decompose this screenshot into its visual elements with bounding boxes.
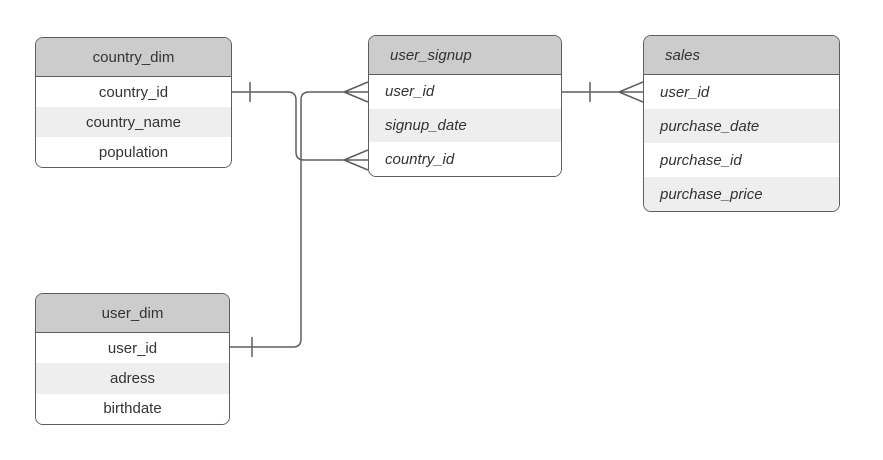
table-sales[interactable]: sales user_id purchase_date purchase_id … <box>643 35 840 212</box>
table-body: country_id country_name population <box>36 77 231 167</box>
field-row: user_id <box>36 333 229 364</box>
table-body: user_id adress birthdate <box>36 333 229 424</box>
table-country-dim[interactable]: country_dim country_id country_name popu… <box>35 37 232 168</box>
table-title: sales <box>644 36 839 75</box>
field-row: user_id <box>644 75 839 109</box>
crows-foot-icon <box>343 149 369 171</box>
field-row: signup_date <box>369 108 561 143</box>
table-user-dim[interactable]: user_dim user_id adress birthdate <box>35 293 230 425</box>
table-user-signup[interactable]: user_signup user_id signup_date country_… <box>368 35 562 177</box>
table-title: country_dim <box>36 38 231 77</box>
edge-line <box>232 91 344 161</box>
field-row: purchase_price <box>644 177 839 211</box>
field-row: country_id <box>36 77 231 107</box>
table-body: user_id signup_date country_id <box>369 75 561 176</box>
table-body: user_id purchase_date purchase_id purcha… <box>644 75 839 211</box>
field-row: purchase_id <box>644 143 839 177</box>
field-row: purchase_date <box>644 109 839 143</box>
field-row: country_id <box>369 142 561 176</box>
crows-foot-icon <box>618 81 644 103</box>
connector-country-dim-to-user-signup[interactable] <box>232 82 369 171</box>
field-row: user_id <box>369 75 561 109</box>
field-row: adress <box>36 363 229 394</box>
field-row: population <box>36 137 231 167</box>
field-row: country_name <box>36 107 231 137</box>
edge-line <box>230 91 344 348</box>
field-row: birthdate <box>36 393 229 424</box>
crows-foot-icon <box>343 81 369 103</box>
connector-user-dim-to-user-signup[interactable] <box>230 81 369 357</box>
connector-user-signup-to-sales[interactable] <box>562 81 644 103</box>
table-title: user_dim <box>36 294 229 333</box>
table-title: user_signup <box>369 36 561 75</box>
